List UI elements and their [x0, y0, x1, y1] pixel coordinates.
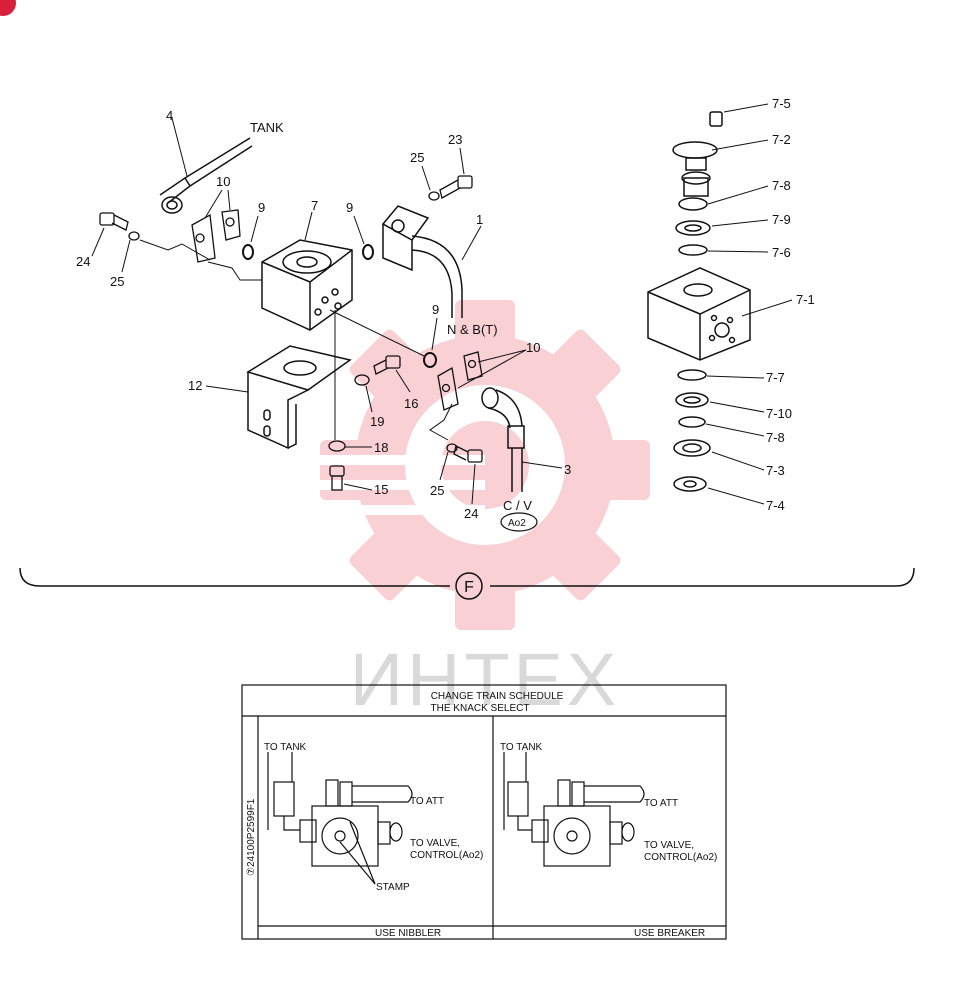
- callout-24-lower: 24: [464, 506, 478, 521]
- callout-7-10: 7-10: [766, 406, 792, 421]
- callout-25-top: 25: [410, 150, 424, 165]
- hose-4: [159, 117, 253, 214]
- watermark-text: ИНТЕХ: [350, 638, 621, 721]
- callout-4: 4: [166, 108, 173, 123]
- callout-7-8-top: 7-8: [772, 178, 791, 193]
- left-to-valve: TO VALVE,: [410, 838, 460, 849]
- inset-right-valve: [503, 752, 645, 867]
- callout-15: 15: [374, 482, 388, 497]
- o-ring-9-right: [353, 215, 374, 260]
- left-control: CONTROL(Ao2): [410, 850, 483, 861]
- right-to-tank: TO TANK: [500, 742, 543, 753]
- watermark-gear-icon: [320, 300, 650, 630]
- callout-25-left: 25: [110, 274, 124, 289]
- section-mark: F: [464, 579, 474, 596]
- label-tank: TANK: [250, 120, 284, 135]
- callout-7-5: 7-5: [772, 96, 791, 111]
- callout-7-1: 7-1: [796, 292, 815, 307]
- inset-left-valve: [267, 752, 413, 885]
- callout-7-9: 7-9: [772, 212, 791, 227]
- callout-9-left: 9: [258, 200, 265, 215]
- bolt-16: [354, 355, 411, 413]
- bolt-24-left: [91, 212, 211, 273]
- left-stamp: STAMP: [376, 882, 410, 893]
- right-footer: USE BREAKER: [634, 928, 705, 939]
- bolt-15: [328, 310, 373, 491]
- callout-7-2: 7-2: [772, 132, 791, 147]
- callout-7-6: 7-6: [772, 245, 791, 260]
- right-to-valve: TO VALVE,: [644, 840, 694, 851]
- label-ao2: Ao2: [508, 518, 526, 529]
- callout-7-4: 7-4: [766, 498, 785, 513]
- callout-7-7: 7-7: [766, 370, 785, 385]
- o-ring-9-middle: [329, 309, 438, 368]
- callout-12: 12: [188, 378, 202, 393]
- callout-1: 1: [476, 212, 483, 227]
- right-to-att: TO ATT: [644, 798, 678, 809]
- inset-table: [241, 684, 727, 940]
- corner-badge: [0, 0, 16, 16]
- callout-18: 18: [374, 440, 388, 455]
- label-cv: C / V: [503, 498, 532, 513]
- callout-9-middle: 9: [432, 302, 439, 317]
- valve-block-7: [207, 211, 353, 331]
- callout-7-3: 7-3: [766, 463, 785, 478]
- bolt-24-lower: [429, 403, 483, 505]
- hose-3: [481, 387, 563, 532]
- pipe-1: [381, 205, 482, 318]
- inset-title-line1: CHANGE TRAIN SCHEDULE: [431, 691, 564, 702]
- callout-16: 16: [404, 396, 418, 411]
- callout-7-8-bottom: 7-8: [766, 430, 785, 445]
- callout-3: 3: [564, 462, 571, 477]
- watermark: [285, 300, 650, 630]
- flange-10-top: [191, 189, 241, 263]
- callout-10-lower: 10: [526, 340, 540, 355]
- left-to-att: TO ATT: [410, 796, 444, 807]
- callout-9-right: 9: [346, 200, 353, 215]
- o-ring-9-left: [242, 215, 259, 260]
- left-to-tank: TO TANK: [264, 742, 307, 753]
- callout-10-top: 10: [216, 174, 230, 189]
- bolt-23: [421, 147, 473, 201]
- callout-19: 19: [370, 414, 384, 429]
- inset-title-line2: THE KNACK SELECT: [431, 703, 530, 714]
- section-bracket: [19, 567, 915, 600]
- flange-10-lower: [437, 349, 527, 411]
- callout-24-left: 24: [76, 254, 90, 269]
- callout-23: 23: [448, 132, 462, 147]
- callout-25-lower: 25: [430, 483, 444, 498]
- label-nbt: N & B(T): [447, 322, 498, 337]
- left-footer: USE NIBBLER: [375, 928, 441, 939]
- drawing-number: ⑦24100P2599F1: [246, 798, 257, 876]
- callout-7: 7: [311, 198, 318, 213]
- exploded-stack-7: [647, 103, 793, 505]
- right-control: CONTROL(Ao2): [644, 852, 717, 863]
- bracket-12: [205, 345, 352, 450]
